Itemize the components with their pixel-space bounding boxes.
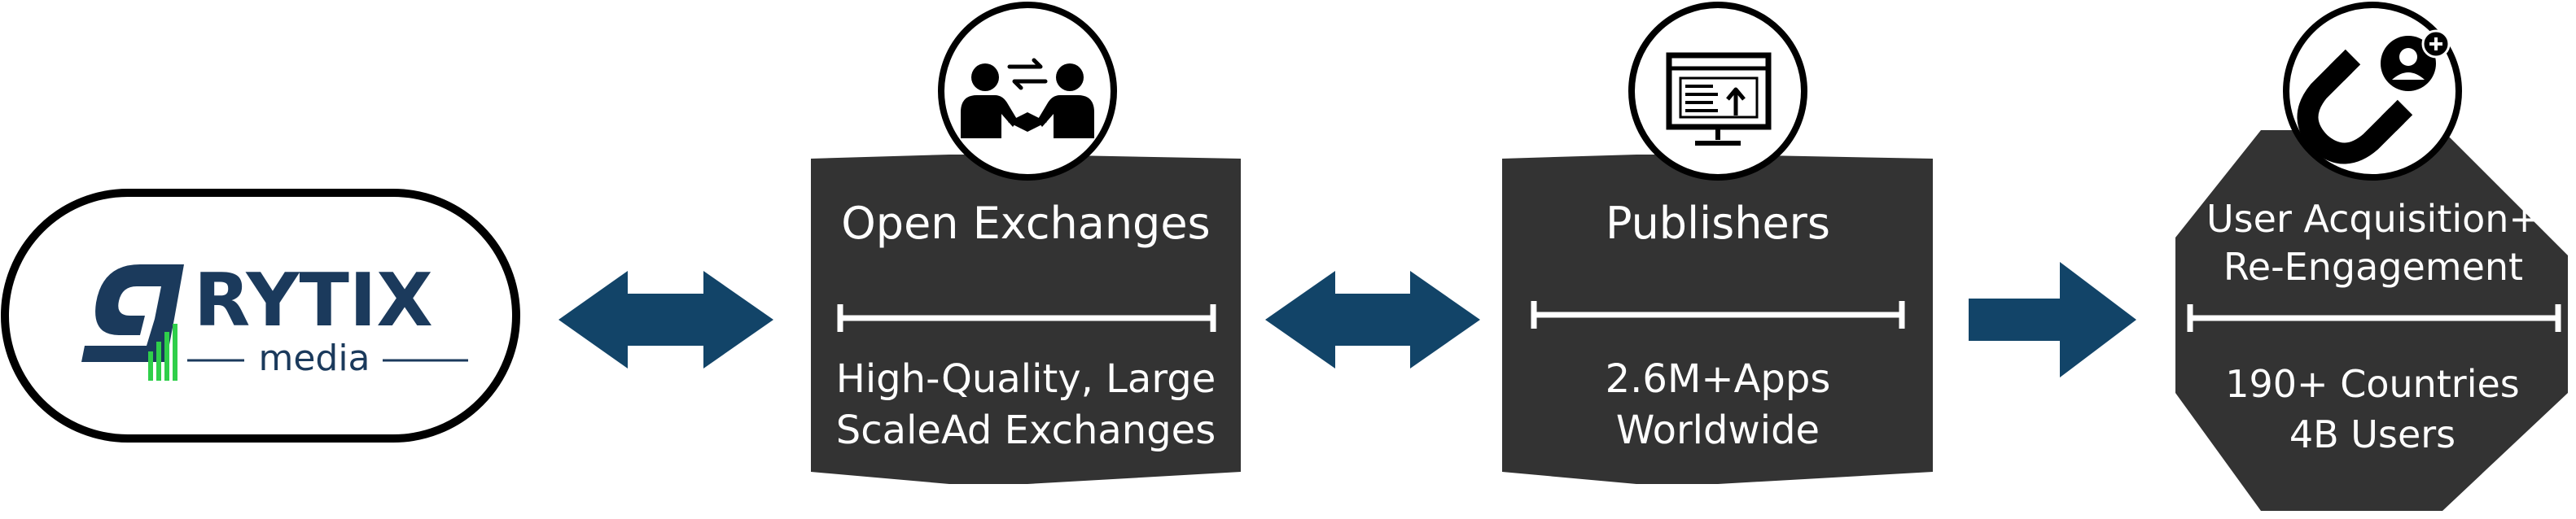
box-1-title-line-1: Open Exchanges: [841, 198, 1210, 249]
box-2-icon-circle: [1628, 2, 1807, 181]
logo-sub: media: [258, 338, 370, 379]
connector-arrow-3: [1969, 262, 2136, 377]
browser-upload-icon: [1666, 52, 1772, 146]
box-3-body-line-2: 4B Users: [2289, 412, 2456, 456]
handshake-exchange-icon: [961, 58, 1094, 138]
logo: RYTIX media: [1, 189, 520, 443]
box-3-title-line-2: Re-Engagement: [2223, 245, 2523, 289]
box-2-title-line-1: Publishers: [1606, 198, 1830, 249]
box-1-icon-circle: [938, 2, 1117, 181]
box-publishers: Publishers 2.6M+Apps Worldwide: [1502, 2, 1933, 484]
box-2-body-line-1: 2.6M+Apps: [1606, 356, 1831, 402]
logo-brand: RYTIX: [194, 258, 433, 343]
box-3-title-line-1: User Acquisition+: [2206, 197, 2540, 241]
box-2-body-line-2: Worldwide: [1616, 408, 1820, 453]
magnet-user-icon: [2297, 29, 2451, 164]
connector-arrow-1: [559, 271, 773, 369]
box-1-body-line-1: High-Quality, Large: [836, 356, 1216, 402]
box-2-shape: [1502, 155, 1933, 484]
nine-mark-icon: [81, 264, 184, 362]
box-open-exchanges: Open Exchanges High-Quality, Large Scale…: [811, 2, 1241, 484]
box-1-body-line-2: ScaleAd Exchanges: [836, 408, 1216, 453]
connector-arrow-2: [1265, 271, 1480, 369]
growth-bars-icon: [148, 324, 177, 381]
box-user-acquisition: User Acquisition+ Re-Engagement 190+ Cou…: [2175, 2, 2568, 511]
box-3-body-line-1: 190+ Countries: [2225, 362, 2520, 406]
logo-pill: [1, 189, 520, 443]
